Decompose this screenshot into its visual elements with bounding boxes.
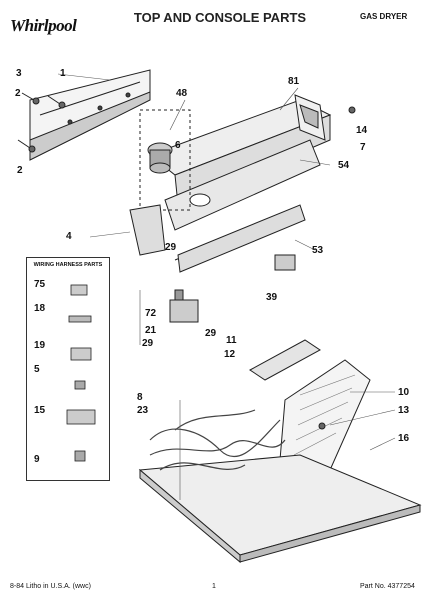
- callout-53: 53: [312, 245, 324, 256]
- clip-icon: [74, 450, 86, 462]
- callout-54: 54: [338, 160, 350, 171]
- end-cap-left-part: [129, 204, 166, 256]
- callout-29b: 29: [205, 328, 217, 339]
- dryer-top-part: [138, 454, 422, 564]
- callout-13: 13: [398, 405, 410, 416]
- callout-12: 12: [224, 349, 236, 360]
- callout-11: 11: [226, 335, 237, 346]
- callout-29a: 29: [165, 242, 177, 253]
- dryer-type-label: GAS DRYER: [360, 12, 408, 21]
- bracket-part: [274, 254, 296, 271]
- lint-door-part: [249, 339, 371, 471]
- callout-5: 5: [34, 364, 40, 375]
- timer-part: [169, 289, 199, 323]
- terminal-strip-icon: [68, 315, 92, 323]
- harness-parts-icons: [66, 284, 96, 462]
- console-bar-part: [148, 99, 332, 273]
- connector-block-icon: [66, 409, 96, 425]
- plug-icon: [74, 380, 86, 390]
- callout-48: 48: [176, 88, 188, 99]
- part-number: Part No. 4377254: [360, 583, 415, 590]
- callout-81: 81: [288, 76, 300, 87]
- callout-14: 14: [356, 125, 368, 136]
- callout-16: 16: [398, 433, 410, 444]
- callout-9: 9: [34, 454, 40, 465]
- litho-note: 8-84 Litho in U.S.A. (wwc): [10, 583, 91, 590]
- brand-name: Whirlpool: [10, 16, 77, 35]
- callout-18: 18: [34, 303, 46, 314]
- callout-2: 2: [15, 88, 21, 99]
- whirlpool-logo: Whirlpool: [8, 10, 77, 36]
- end-cap-part: [294, 94, 356, 141]
- callout-10: 10: [398, 387, 410, 398]
- callout-15: 15: [34, 405, 46, 416]
- callout-4: 4: [66, 231, 72, 242]
- wire-harness-part: [149, 409, 286, 471]
- callout-75: 75: [34, 279, 46, 290]
- callout-19: 19: [34, 340, 46, 351]
- page-title: TOP AND CONSOLE PARTS: [133, 10, 307, 25]
- callout-72: 72: [145, 308, 157, 319]
- callout-2b: 2: [17, 165, 23, 176]
- callout-7: 7: [360, 142, 366, 153]
- connector-icon: [70, 284, 88, 296]
- callout-6: 6: [175, 140, 181, 151]
- callout-3: 3: [16, 68, 22, 79]
- screw-part: [17, 92, 66, 153]
- callout-23: 23: [137, 405, 149, 416]
- knob-part: [147, 142, 173, 174]
- wiring-harness-inset: WIRING HARNESS PARTS: [26, 257, 110, 481]
- callout-29c: 29: [142, 338, 154, 349]
- callout-39: 39: [266, 292, 278, 303]
- connector-icon: [70, 347, 92, 361]
- callout-8: 8: [137, 392, 143, 403]
- callout-21: 21: [145, 325, 157, 336]
- harness-title: WIRING HARNESS PARTS: [33, 262, 103, 268]
- page-number: 1: [212, 583, 216, 590]
- callout-1: 1: [60, 68, 66, 79]
- control-panel-part: [29, 69, 151, 161]
